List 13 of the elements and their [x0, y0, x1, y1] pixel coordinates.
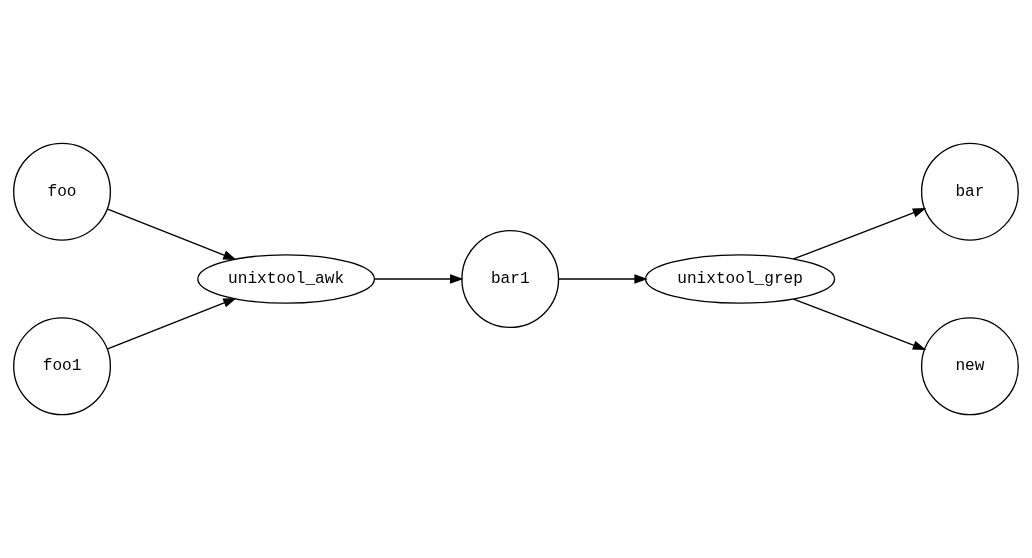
node-circle: new [920, 317, 1019, 416]
arrow [792, 207, 927, 260]
node-circle: foo [13, 142, 112, 241]
node-ellipse: unixtool_grep [644, 254, 836, 304]
arrow [107, 297, 237, 350]
arrow [107, 208, 237, 261]
arrow [792, 298, 927, 351]
node-circle: bar1 [461, 230, 560, 328]
node-circle: bar [920, 142, 1019, 241]
node-circle: foo1 [13, 317, 112, 416]
node-ellipse: unixtool_awk [197, 254, 376, 304]
arrow [557, 274, 648, 284]
arrow [374, 274, 464, 284]
